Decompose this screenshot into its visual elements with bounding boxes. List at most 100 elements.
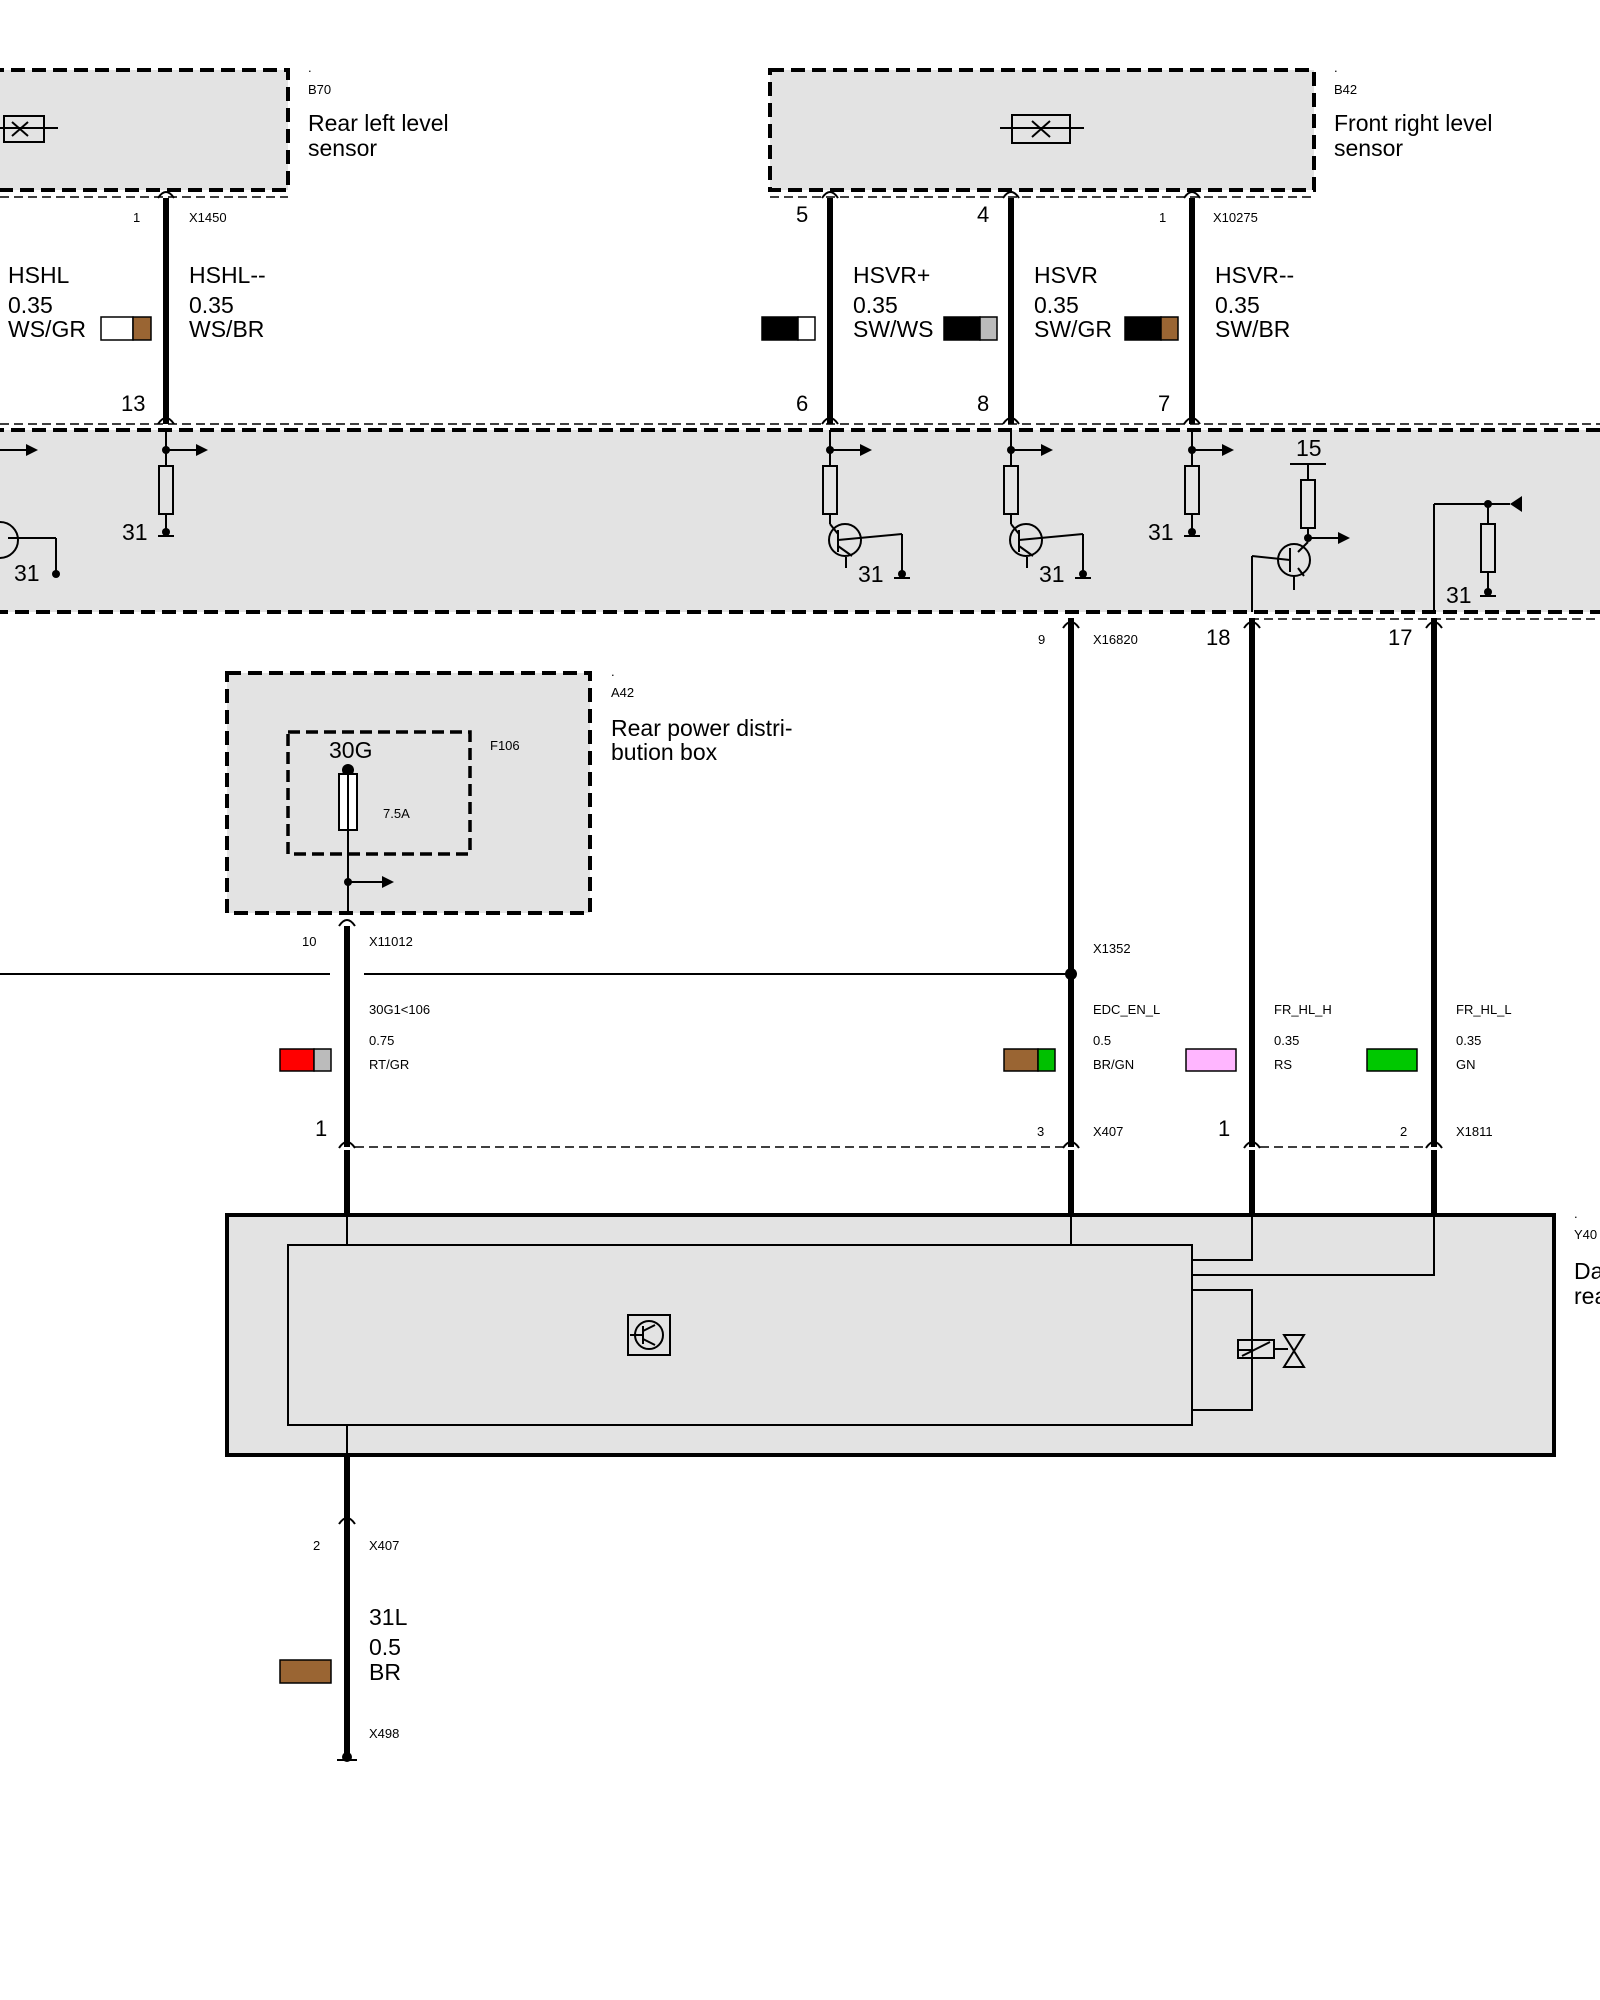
x407-pin-2: 2: [313, 1538, 320, 1553]
svg-text:SW/WS: SW/WS: [853, 316, 934, 342]
svg-text:BR/GN: BR/GN: [1093, 1057, 1134, 1072]
x498-id: X498: [369, 1726, 399, 1741]
transistor-icon: [1009, 523, 1043, 557]
control-unit-band: [0, 423, 1600, 620]
svg-text:HSHL--: HSHL--: [189, 262, 266, 288]
svg-text:31: 31: [14, 560, 40, 586]
ecu-output-stage: 15: [1251, 435, 1350, 612]
svg-text:15: 15: [1296, 435, 1322, 461]
color-swatch: [100, 316, 152, 341]
svg-text:0.35: 0.35: [1456, 1033, 1481, 1048]
ecu-pin-18: 18: [1206, 625, 1230, 650]
wire-label-31l: 31L 0.5 BR: [279, 1604, 408, 1685]
color-swatch: [761, 316, 816, 341]
y40-electronics: [287, 1244, 1193, 1426]
svg-text:BR: BR: [369, 1659, 401, 1685]
x1811-id: X1811: [1456, 1124, 1493, 1139]
wire-label-hsvr: HSVR 0.35 SW/GR: [1034, 262, 1179, 342]
a42-dot: .: [611, 664, 615, 679]
wires-middle: [0, 618, 1443, 1149]
color-swatch: [1124, 316, 1179, 341]
transistor-icon: [627, 1314, 671, 1356]
wire-label-30g1: 30G1<106 0.75 RT/GR: [279, 1002, 430, 1072]
solenoid-valve-icon: [1192, 1289, 1306, 1411]
ecu-input-stage: 31: [822, 430, 910, 587]
svg-text:FR_HL_H: FR_HL_H: [1274, 1002, 1332, 1017]
sensor-symbol-icon: [0, 115, 58, 143]
svg-text:30G1<106: 30G1<106: [369, 1002, 430, 1017]
svg-text:0.35: 0.35: [8, 292, 53, 318]
svg-text:31: 31: [1039, 561, 1065, 587]
color-swatch: [943, 316, 998, 341]
svg-text:0.35: 0.35: [1274, 1033, 1299, 1048]
svg-text:SW/GR: SW/GR: [1034, 316, 1112, 342]
transistor-icon: [828, 523, 862, 557]
sensor-symbol-icon: [1000, 114, 1084, 144]
x11012-id: X11012: [369, 934, 413, 949]
b42-pin-5: 5: [796, 202, 808, 227]
wire-label-fr-hl-l: FR_HL_L 0.35 GN: [1366, 1002, 1512, 1072]
y40-name-1: Da: [1574, 1258, 1600, 1284]
ecu-output-stage: 31: [1433, 496, 1522, 612]
fuse-f106-box: [286, 730, 472, 856]
svg-text:0.35: 0.35: [189, 292, 234, 318]
x16820-id: X16820: [1093, 632, 1138, 647]
svg-text:0.35: 0.35: [1034, 292, 1079, 318]
ecu-pin-13: 13: [121, 391, 145, 416]
svg-text:FR_HL_L: FR_HL_L: [1456, 1002, 1512, 1017]
b42-pin-4: 4: [977, 202, 989, 227]
svg-text:31: 31: [858, 561, 884, 587]
ecu-pin-8: 8: [977, 391, 989, 416]
fuse-supply: 30G: [329, 737, 372, 763]
svg-text:RT/GR: RT/GR: [369, 1057, 409, 1072]
color-swatch: [1003, 1048, 1056, 1072]
y40-dot: .: [1574, 1206, 1578, 1221]
svg-text:0.5: 0.5: [1093, 1033, 1111, 1048]
svg-text:SW/BR: SW/BR: [1215, 316, 1290, 342]
ecu-input-stage: 31: [1003, 430, 1091, 587]
wire-label-fr-hl-h: FR_HL_H 0.35 RS: [1185, 1002, 1332, 1072]
color-swatch: [279, 1048, 332, 1072]
svg-text:31: 31: [122, 519, 148, 545]
splice-x1352: [1065, 968, 1077, 980]
svg-text:EDC_EN_L: EDC_EN_L: [1093, 1002, 1160, 1017]
wire-label-edc-en-l: EDC_EN_L 0.5 BR/GN: [1003, 1002, 1160, 1072]
b70-name-1: Rear left level: [308, 110, 449, 136]
b42-name-1: Front right level: [1334, 110, 1493, 136]
x407-id-bottom: X407: [369, 1538, 399, 1553]
x407-pin-1: 1: [315, 1116, 327, 1141]
fuse-rating: 7.5A: [383, 806, 410, 821]
svg-text:0.35: 0.35: [853, 292, 898, 318]
wire-label-hshl: HSHL 0.35 WS/GR: [8, 262, 152, 342]
x407-pin-3: 3: [1037, 1124, 1044, 1139]
b70-id: B70: [308, 82, 331, 97]
x1811-pin-2: 2: [1400, 1124, 1407, 1139]
y40-name-2: rea: [1574, 1283, 1600, 1309]
y40-id: Y40: [1574, 1227, 1597, 1242]
b42-pin-1: 1: [1159, 210, 1166, 225]
svg-text:0.35: 0.35: [1215, 292, 1260, 318]
x1450-pin: 1: [133, 210, 140, 225]
b42-dot: .: [1334, 60, 1338, 75]
wires-top: [157, 191, 1201, 425]
svg-text:31L: 31L: [369, 1604, 408, 1630]
a42-name-2: bution box: [611, 739, 718, 765]
svg-text:WS/BR: WS/BR: [189, 316, 264, 342]
color-swatch: [1185, 1048, 1237, 1072]
b70-name-2: sensor: [308, 135, 377, 161]
svg-text:31: 31: [1446, 582, 1472, 608]
a42-box: [225, 671, 592, 915]
component-y40: . Y40 Da rea: [225, 1150, 1600, 1457]
a42-id: A42: [611, 685, 634, 700]
b70-dot: .: [308, 60, 312, 75]
color-swatch: [279, 1659, 332, 1684]
svg-text:HSVR--: HSVR--: [1215, 262, 1294, 288]
svg-text:RS: RS: [1274, 1057, 1292, 1072]
svg-text:31: 31: [1148, 519, 1174, 545]
color-swatch: [1366, 1048, 1418, 1072]
component-b42: . B42 Front right level sensor: [768, 60, 1493, 192]
x16820-pin: 9: [1038, 632, 1045, 647]
wire-label-hsvr-minus: HSVR-- 0.35 SW/BR: [1215, 262, 1294, 342]
ecu-pin-17: 17: [1388, 625, 1412, 650]
